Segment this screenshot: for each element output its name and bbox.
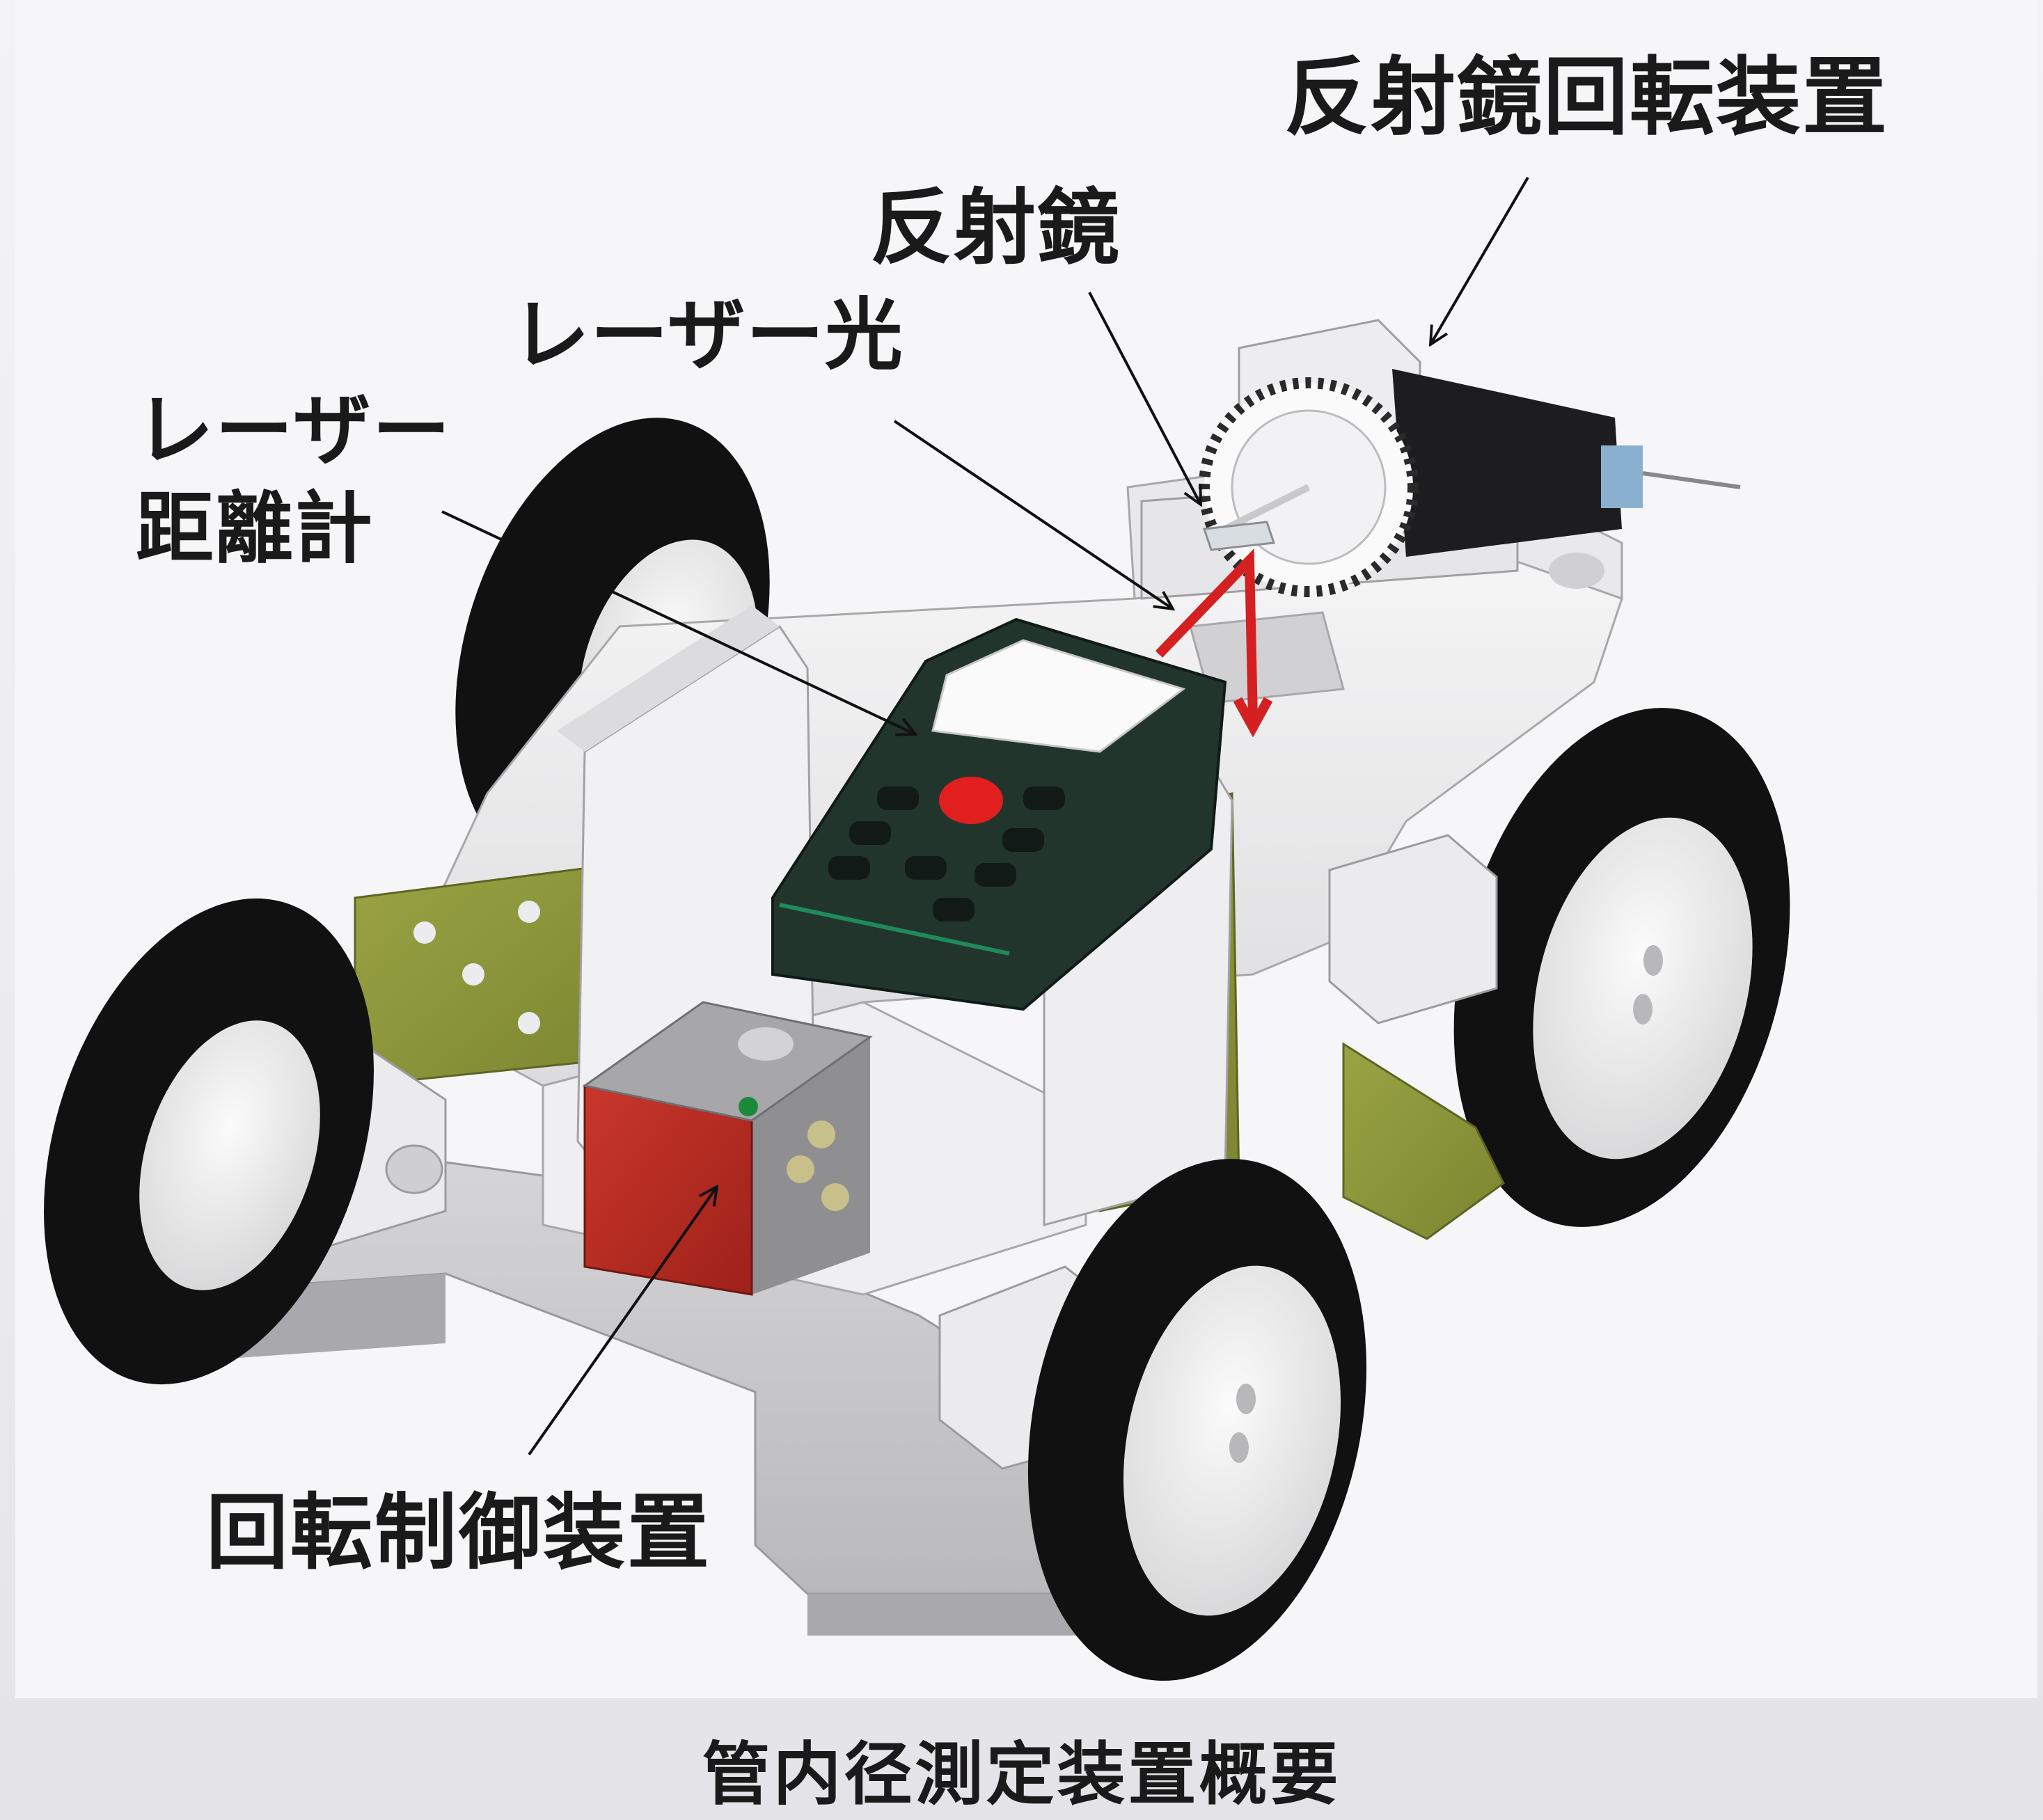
label-laser-distance-meter-line1: レーザー — [136, 386, 452, 476]
figure-caption: 管内径測定装置概要 — [702, 1735, 1341, 1814]
label-rotation-control-device: 回転制御装置 — [206, 1485, 712, 1581]
arrow-mirror-rotation — [1430, 176, 1529, 345]
arrow-mirror — [1088, 292, 1201, 505]
rotation-control-device — [582, 1001, 873, 1296]
wheel-front-right — [1027, 1159, 1367, 1681]
axle-block-rear-right — [1328, 834, 1498, 1024]
arrow-rotation-control — [528, 1187, 717, 1456]
label-laser-distance-meter: レーザー 距離計 — [136, 386, 452, 574]
label-laser-light: レーザー光 — [512, 290, 904, 381]
laser-distance-meter — [771, 617, 1227, 1011]
leader-lines — [441, 176, 1529, 1456]
wheel-rear-right — [1453, 708, 1790, 1227]
label-mirror: 反射鏡 — [870, 180, 1121, 276]
laser-beam — [1155, 548, 1273, 738]
label-mirror-rotation-device: 反射鏡回転装置 — [1284, 48, 1888, 147]
arrow-laser-distance-meter — [441, 510, 915, 734]
wheel-front-left — [44, 898, 374, 1385]
mount-plate-left — [354, 862, 628, 1087]
mirror-rotation-device — [1140, 319, 1741, 600]
label-laser-distance-meter-line2: 距離計 — [136, 483, 374, 574]
arrow-laser-light — [893, 420, 1173, 609]
